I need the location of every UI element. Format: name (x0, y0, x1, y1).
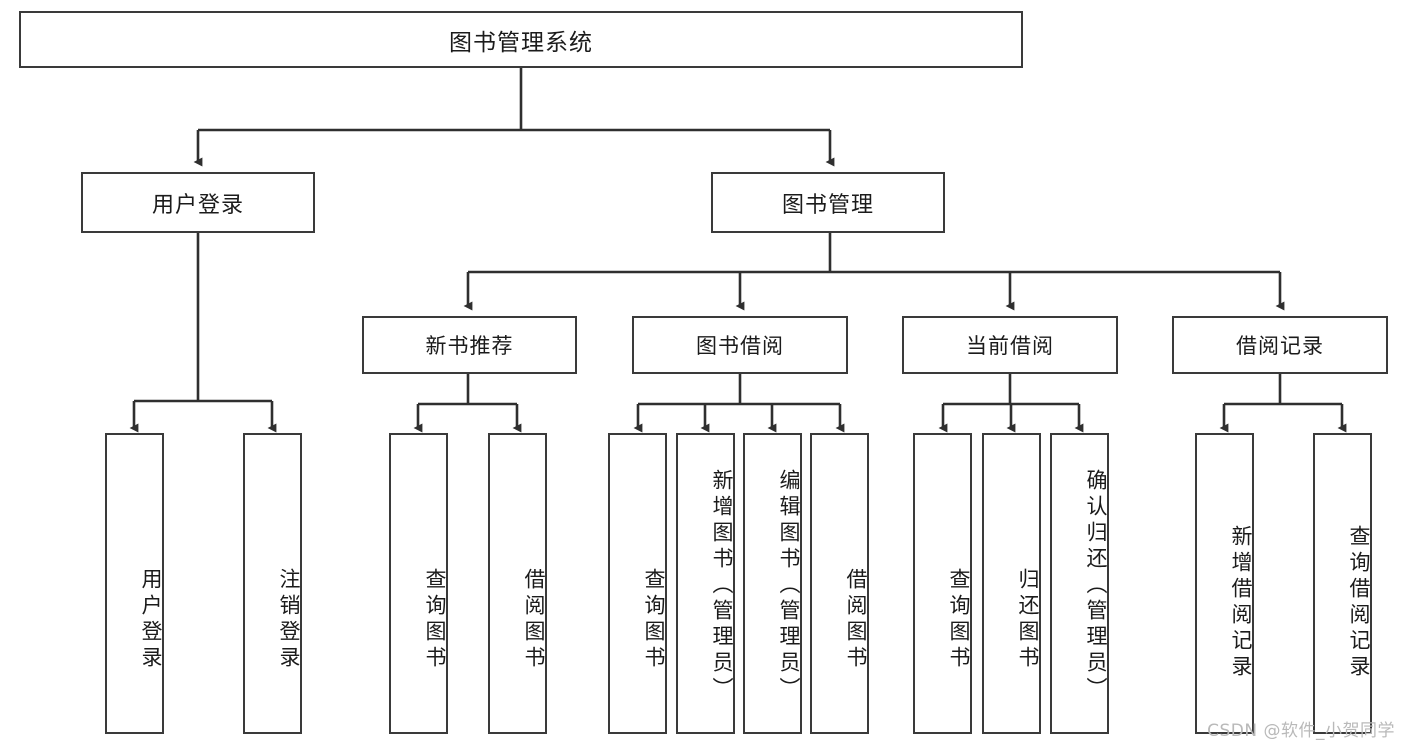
node-book-borrow[interactable]: 图书借阅 (632, 316, 848, 374)
leaf-current-borrow-confirm-return-admin[interactable]: 确认归还（管理员） (1050, 433, 1109, 734)
leaf-user-login-login[interactable]: 用户登录 (105, 433, 164, 734)
node-label: 确认归还（管理员） (1084, 468, 1108, 703)
leaf-new-book-borrow-book[interactable]: 借阅图书 (488, 433, 547, 734)
node-new-book-recommend[interactable]: 新书推荐 (362, 316, 577, 374)
node-label: 借阅图书 (844, 567, 868, 672)
node-user-login[interactable]: 用户登录 (81, 172, 315, 233)
node-borrow-record[interactable]: 借阅记录 (1172, 316, 1388, 374)
node-label: 当前借阅 (966, 334, 1054, 358)
node-label: 归还图书 (1016, 567, 1040, 672)
node-label: 注销登录 (277, 567, 301, 672)
node-root-book-management-system[interactable]: 图书管理系统 (19, 11, 1023, 68)
node-label: 图书借阅 (696, 334, 784, 358)
leaf-new-book-query-book[interactable]: 查询图书 (389, 433, 448, 734)
leaf-book-borrow-query-book[interactable]: 查询图书 (608, 433, 667, 734)
leaf-book-borrow-borrow-book[interactable]: 借阅图书 (810, 433, 869, 734)
node-label: 用户登录 (139, 567, 163, 672)
node-label: 查询图书 (642, 567, 666, 672)
node-label: 借阅图书 (522, 567, 546, 672)
node-label: 借阅记录 (1236, 334, 1324, 358)
leaf-book-borrow-add-book-admin[interactable]: 新增图书（管理员） (676, 433, 735, 734)
leaf-borrow-record-query-record[interactable]: 查询借阅记录 (1313, 433, 1372, 734)
node-label: 查询图书 (947, 567, 971, 672)
node-label: 新增借阅记录 (1229, 524, 1253, 681)
node-current-borrow[interactable]: 当前借阅 (902, 316, 1118, 374)
node-label: 新增图书（管理员） (710, 468, 734, 703)
node-label: 查询图书 (423, 567, 447, 672)
node-label: 编辑图书（管理员） (777, 468, 801, 703)
csdn-watermark: CSDN @软件_小贺同学 (1207, 721, 1395, 741)
leaf-current-borrow-query-book[interactable]: 查询图书 (913, 433, 972, 734)
leaf-borrow-record-add-record[interactable]: 新增借阅记录 (1195, 433, 1254, 734)
node-label: 图书管理系统 (449, 29, 593, 56)
leaf-current-borrow-return-book[interactable]: 归还图书 (982, 433, 1041, 734)
node-label: 图书管理 (781, 192, 874, 218)
node-label: 查询借阅记录 (1347, 524, 1371, 681)
node-book-management[interactable]: 图书管理 (711, 172, 945, 233)
leaf-book-borrow-edit-book-admin[interactable]: 编辑图书（管理员） (743, 433, 802, 734)
leaf-user-login-logout[interactable]: 注销登录 (243, 433, 302, 734)
node-label: 新书推荐 (425, 334, 514, 358)
node-label: 用户登录 (151, 192, 244, 218)
